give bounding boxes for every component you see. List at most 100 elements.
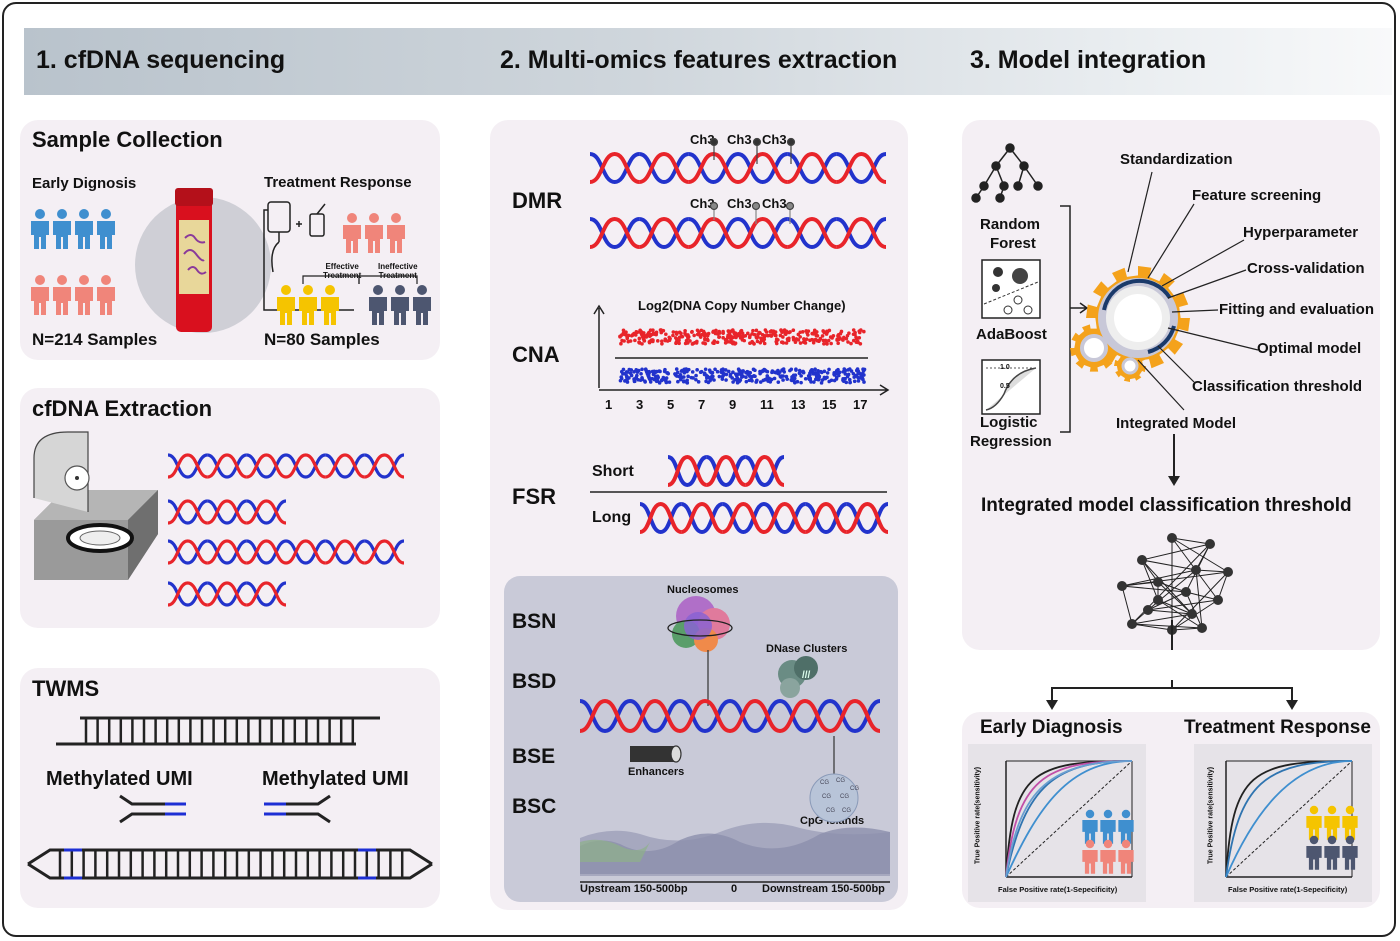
cna-point-gain: [779, 328, 783, 332]
cna-point-loss: [680, 368, 685, 373]
cna-point-gain: [637, 336, 642, 341]
cna-point-loss: [809, 380, 813, 384]
cna-chart-title: Log2(DNA Copy Number Change): [638, 298, 846, 313]
cna-point-loss: [624, 373, 629, 378]
dna-helix-icon: [167, 453, 405, 479]
methyl-marks: [709, 137, 796, 224]
cna-point-loss: [695, 368, 699, 372]
ch3-bottom-2: Ch3: [727, 196, 752, 211]
cna-point-gain: [677, 338, 681, 342]
cna-point-gain: [690, 330, 694, 334]
cna-point-gain: [752, 342, 756, 346]
network-node: [1213, 595, 1223, 605]
cna-point-gain: [812, 328, 817, 333]
cna-point-loss: [655, 375, 659, 380]
cna-point-gain: [712, 339, 717, 343]
cna-point-gain: [814, 334, 819, 338]
cna-point-loss: [658, 369, 662, 374]
cna-point-loss: [682, 375, 686, 379]
cna-tick-label: 11: [760, 397, 774, 412]
sample-collection-graphic: [31, 188, 431, 333]
threshold-title: Integrated model classification threshol…: [981, 495, 1352, 516]
cna-point-gain: [663, 338, 668, 343]
twms-graphic: [27, 716, 433, 880]
cna-point-gain: [784, 332, 788, 336]
cna-point-gain: [651, 339, 655, 344]
cna-point-gain: [739, 329, 743, 334]
dna-ladder-top: [56, 716, 380, 746]
cna-point-gain: [619, 341, 623, 346]
logit-tick-high: 1.0: [1000, 364, 1010, 371]
cna-point-gain: [723, 341, 728, 345]
dna-ladder-bottom: [27, 848, 433, 880]
cna-point-gain: [638, 330, 642, 334]
cna-point-gain: [754, 335, 759, 340]
cna-point-loss: [799, 374, 803, 378]
dna-helix-icon: [639, 501, 889, 535]
cna-point-loss: [751, 367, 756, 372]
cna-point-gain: [762, 341, 767, 346]
downstream-label: Downstream 150-500bp: [762, 883, 885, 895]
cpg-site-label: CG: [836, 778, 845, 784]
dmr-label: DMR: [512, 188, 563, 213]
adaboost-label: AdaBoost: [976, 326, 1047, 343]
person-icon: [1342, 805, 1358, 840]
enhancer-icon: [630, 745, 682, 763]
cna-label: CNA: [512, 342, 560, 367]
dna-helix-icon: [579, 698, 881, 734]
cna-point-gain: [690, 342, 695, 346]
network-node: [1137, 555, 1147, 565]
umi-adapter-right: [264, 794, 331, 824]
person-icon: [75, 275, 93, 315]
cna-point-loss: [648, 380, 653, 384]
cna-point-gain: [793, 340, 798, 345]
cna-point-gain: [659, 328, 663, 332]
cna-point-gain: [779, 340, 784, 345]
cna-point-gain: [824, 341, 829, 346]
long-fragment-label: Long: [592, 509, 632, 526]
cna-point-gain: [633, 338, 637, 343]
cna-point-loss: [829, 378, 834, 383]
cna-point-loss: [621, 367, 626, 372]
cna-point-loss: [733, 378, 737, 382]
cna-point-loss: [793, 373, 798, 377]
cna-point-loss: [812, 380, 816, 384]
step-optimal-model: Optimal model: [1257, 340, 1362, 357]
cna-point-loss: [773, 370, 778, 375]
step-classification-threshold: Classification threshold: [1192, 378, 1363, 395]
cna-tick-label: 13: [791, 397, 806, 412]
cna-point-gain: [750, 332, 754, 336]
cna-point-loss: [781, 374, 785, 378]
person-icon: [53, 209, 71, 249]
cna-point-loss: [629, 368, 634, 372]
cna-point-gain: [836, 341, 840, 346]
cna-point-loss: [654, 379, 659, 384]
cna-point-loss: [731, 370, 735, 375]
upstream-label: Upstream 150-500bp: [580, 883, 688, 895]
cna-point-loss: [662, 369, 667, 374]
cna-point-gain: [754, 328, 759, 333]
cna-point-loss: [765, 369, 770, 374]
cna-point-gain: [641, 332, 646, 337]
cna-point-gain: [705, 337, 710, 342]
cna-point-gain: [806, 333, 810, 337]
network-node: [1127, 619, 1137, 629]
network-node: [1167, 533, 1177, 543]
cna-point-loss: [678, 377, 683, 382]
dna-helix-icon: [589, 216, 887, 250]
cna-point-gain: [763, 328, 768, 332]
cna-point-gain: [721, 329, 725, 334]
nucleosomes-label: Nucleosomes: [667, 584, 739, 596]
ch3-top-1: Ch3: [690, 132, 715, 147]
cna-point-loss: [778, 374, 783, 379]
cna-point-loss: [653, 370, 658, 374]
cna-point-gain: [862, 329, 866, 334]
cna-point-gain: [851, 328, 856, 332]
person-icon: [53, 275, 71, 315]
cna-point-loss: [793, 381, 797, 385]
cna-point-gain: [674, 330, 679, 335]
cna-point-loss: [848, 380, 852, 385]
cna-point-loss: [785, 377, 790, 381]
cna-point-loss: [807, 377, 812, 381]
logit-tick-mid: 0.5: [1000, 383, 1010, 390]
